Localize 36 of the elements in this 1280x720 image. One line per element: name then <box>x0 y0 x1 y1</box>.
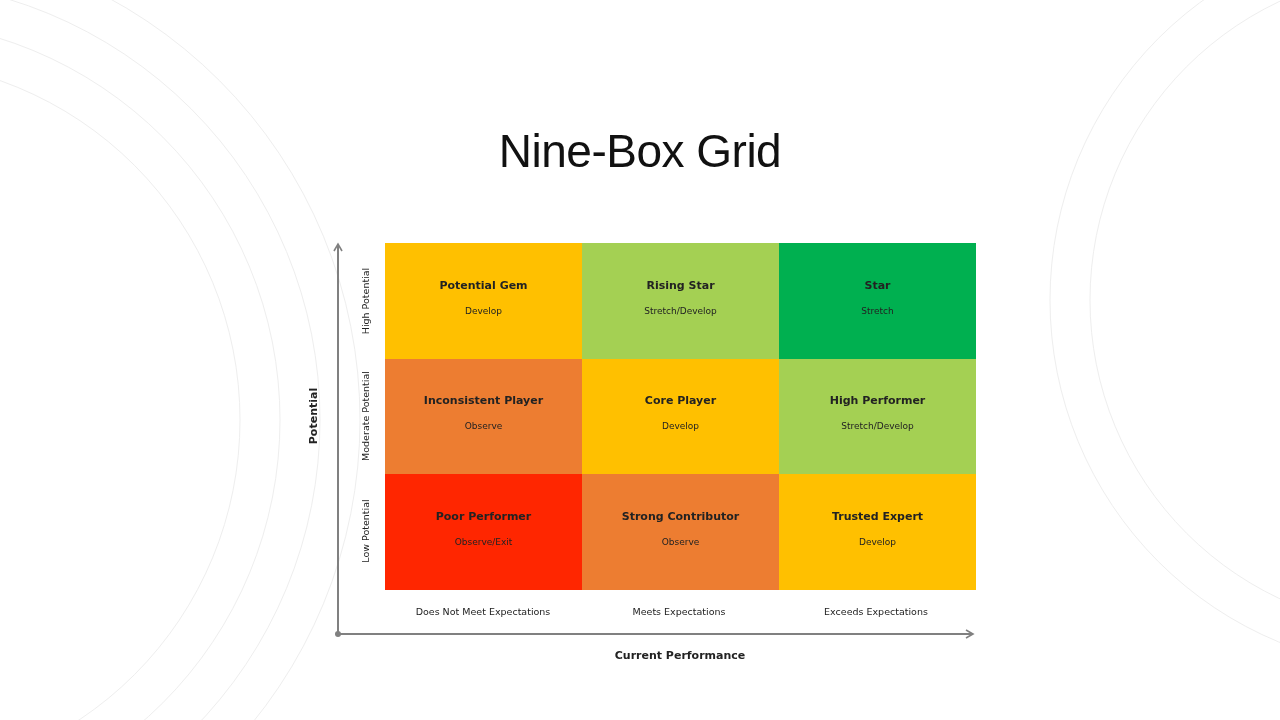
cell-heading: Poor Performer <box>435 509 532 523</box>
cell-heading: Rising Star <box>646 278 715 292</box>
grid-cell <box>582 474 779 590</box>
cell-heading: Trusted Expert <box>831 509 924 523</box>
title: Nine-Box Grid <box>497 124 783 178</box>
cell-action: Observe <box>464 421 503 431</box>
grid-cell <box>582 243 779 359</box>
cell-heading: Strong Contributor <box>621 509 740 523</box>
grid-cell <box>385 358 582 475</box>
column-label: Does Not Meet Expectations <box>415 605 551 617</box>
cell-heading: Star <box>864 278 891 292</box>
cell-action: Stretch/Develop <box>841 421 914 431</box>
column-label: Meets Expectations <box>632 605 726 617</box>
row-label: Moderate Potential <box>359 371 371 461</box>
cell-action: Develop <box>661 421 700 431</box>
axis-title: Potential <box>306 387 320 445</box>
column-label: Exceeds Expectations <box>824 605 928 617</box>
cell-heading: Inconsistent Player <box>423 394 544 407</box>
grid-cell <box>779 243 976 359</box>
cell-action: Observe/Exit <box>454 536 513 547</box>
axis-title: Current Performance <box>614 648 746 662</box>
grid-cell <box>385 474 582 590</box>
cell-action: Develop <box>464 305 503 316</box>
cell-heading: Core Player <box>644 394 717 407</box>
row-label: High Potential <box>359 267 371 335</box>
cell-action: Observe <box>661 536 700 547</box>
cell-action: Stretch/Develop <box>644 305 717 316</box>
row-label: Low Potential <box>359 499 371 563</box>
cell-heading: High Performer <box>829 394 926 407</box>
cell-heading: Potential Gem <box>439 278 528 292</box>
grid-cell <box>779 358 976 475</box>
grid-cell <box>582 358 779 475</box>
cell-action: Stretch <box>861 305 894 316</box>
grid-cell <box>385 243 582 359</box>
cell-action: Develop <box>858 536 897 547</box>
grid-cell <box>779 474 976 590</box>
